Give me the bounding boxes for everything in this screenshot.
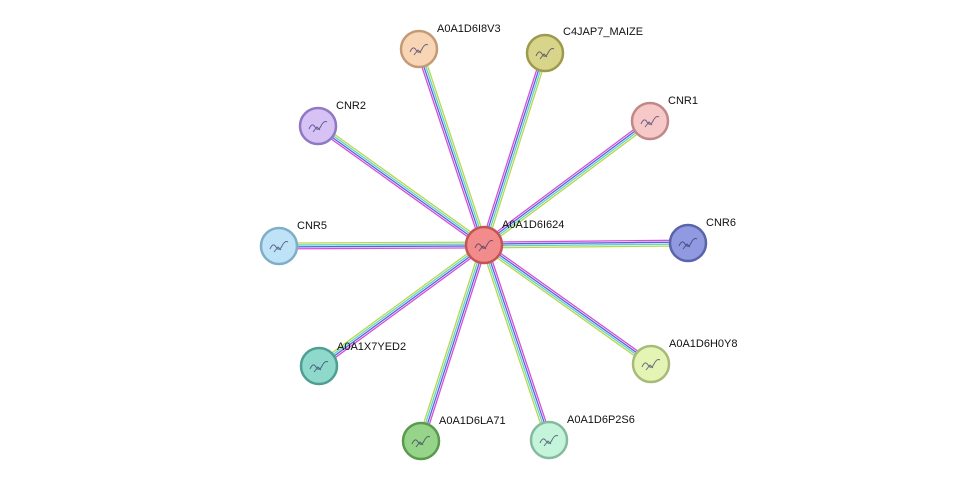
node-cnr2[interactable]: CNR2	[298, 100, 366, 146]
node-label: A0A1D6LA71	[439, 415, 506, 427]
node-circle	[298, 106, 338, 146]
edge-strand	[484, 243, 652, 364]
node-circle	[631, 344, 671, 384]
edge-cnr2[interactable]	[315, 123, 487, 248]
edge-strand	[481, 246, 650, 367]
edge-strand	[317, 126, 484, 247]
edge-strand	[279, 247, 485, 250]
edge-strand	[415, 49, 482, 247]
edge-strand	[484, 121, 651, 247]
edge-strand	[319, 245, 485, 368]
edge-strand	[482, 245, 549, 441]
edge-strand	[423, 245, 488, 443]
edge-cnr5[interactable]	[278, 241, 485, 250]
node-a0a1d6i8v3[interactable]: A0A1D6I8V3	[399, 23, 501, 69]
protein-structure-icon	[678, 238, 698, 250]
node-label: A0A1D6H0Y8	[669, 338, 738, 350]
edge-strand	[484, 53, 547, 246]
node-circle	[259, 226, 299, 266]
edge-strand	[484, 244, 551, 440]
edge-strand	[484, 245, 689, 249]
edge-strand	[480, 51, 543, 245]
node-a0a1d6p2s6[interactable]: A0A1D6P2S6	[529, 414, 635, 460]
protein-structure-icon	[309, 361, 329, 373]
protein-structure-icon	[269, 241, 289, 253]
node-label: CNR2	[336, 100, 366, 112]
node-circle	[399, 29, 439, 69]
edge-a0a1d6i8v3[interactable]	[415, 47, 488, 247]
edge-strand	[316, 242, 483, 365]
node-label: CNR1	[668, 95, 698, 107]
edge-strand	[318, 124, 485, 245]
edge-strand	[483, 245, 651, 366]
edge-strand	[319, 123, 487, 244]
node-label: A0A1D6I8V3	[437, 23, 501, 35]
edge-strand	[318, 243, 484, 366]
node-cnr6[interactable]: CNR6	[668, 217, 736, 263]
protein-structure-icon	[409, 44, 429, 56]
node-cnr5[interactable]: CNR5	[259, 220, 327, 266]
edge-strand	[279, 245, 485, 248]
edge-strand	[419, 244, 484, 441]
node-circle	[299, 346, 339, 386]
edge-strand	[419, 48, 486, 245]
edge-strand	[320, 246, 487, 369]
protein-structure-icon	[308, 121, 328, 133]
edge-strand	[485, 242, 654, 363]
edge-strand	[278, 243, 484, 246]
protein-structure-icon	[411, 436, 431, 448]
edge-strand	[481, 118, 649, 244]
node-a0a1x7yed2[interactable]: A0A1X7YED2	[299, 341, 406, 386]
node-a0a1d6h0y8[interactable]: A0A1D6H0Y8	[631, 338, 738, 384]
edge-strand	[315, 127, 483, 248]
node-label: CNR6	[706, 217, 736, 229]
edge-cnr6[interactable]	[483, 239, 689, 249]
node-label: A0A1D6I624	[502, 219, 564, 231]
node-label: C4JAP7_MAIZE	[563, 26, 643, 38]
edge-a0a1d6p2s6[interactable]	[480, 243, 553, 442]
edge-strand	[417, 49, 484, 246]
node-label: A0A1X7YED2	[337, 341, 406, 353]
node-circle	[464, 225, 504, 265]
edge-layer	[278, 47, 689, 443]
edge-strand	[482, 52, 545, 245]
node-c4jap7_maize[interactable]: C4JAP7_MAIZE	[525, 26, 643, 73]
edge-a0a1d6h0y8[interactable]	[481, 242, 654, 367]
protein-structure-icon	[641, 359, 661, 371]
node-circle	[525, 33, 565, 73]
node-a0a1d6la71[interactable]: A0A1D6LA71	[401, 415, 506, 461]
node-circle	[630, 101, 670, 141]
edge-a0a1x7yed2[interactable]	[316, 242, 487, 369]
protein-structure-icon	[640, 116, 660, 128]
edge-strand	[278, 241, 484, 244]
edge-strand	[480, 245, 547, 442]
protein-structure-icon	[539, 435, 559, 447]
edge-strand	[417, 243, 482, 441]
protein-structure-icon	[535, 48, 555, 60]
node-circle	[529, 420, 569, 460]
edge-strand	[484, 243, 689, 247]
edge-strand	[486, 53, 549, 247]
node-circle	[668, 223, 708, 263]
edge-strand	[485, 122, 653, 248]
edge-strand	[421, 245, 486, 442]
edge-c4jap7_maize[interactable]	[480, 51, 549, 247]
node-circle	[401, 421, 441, 461]
edge-cnr1[interactable]	[481, 118, 653, 248]
edge-a0a1d6la71[interactable]	[417, 243, 488, 443]
protein-structure-icon	[474, 240, 494, 252]
edge-strand	[483, 239, 688, 243]
center-node[interactable]: A0A1D6I624	[464, 219, 564, 265]
edge-strand	[421, 47, 488, 245]
node-label: CNR5	[297, 220, 327, 232]
node-label: A0A1D6P2S6	[567, 414, 635, 426]
node-cnr1[interactable]: CNR1	[630, 95, 698, 141]
edge-strand	[483, 119, 650, 245]
edge-strand	[486, 243, 553, 440]
edge-strand	[483, 241, 688, 245]
